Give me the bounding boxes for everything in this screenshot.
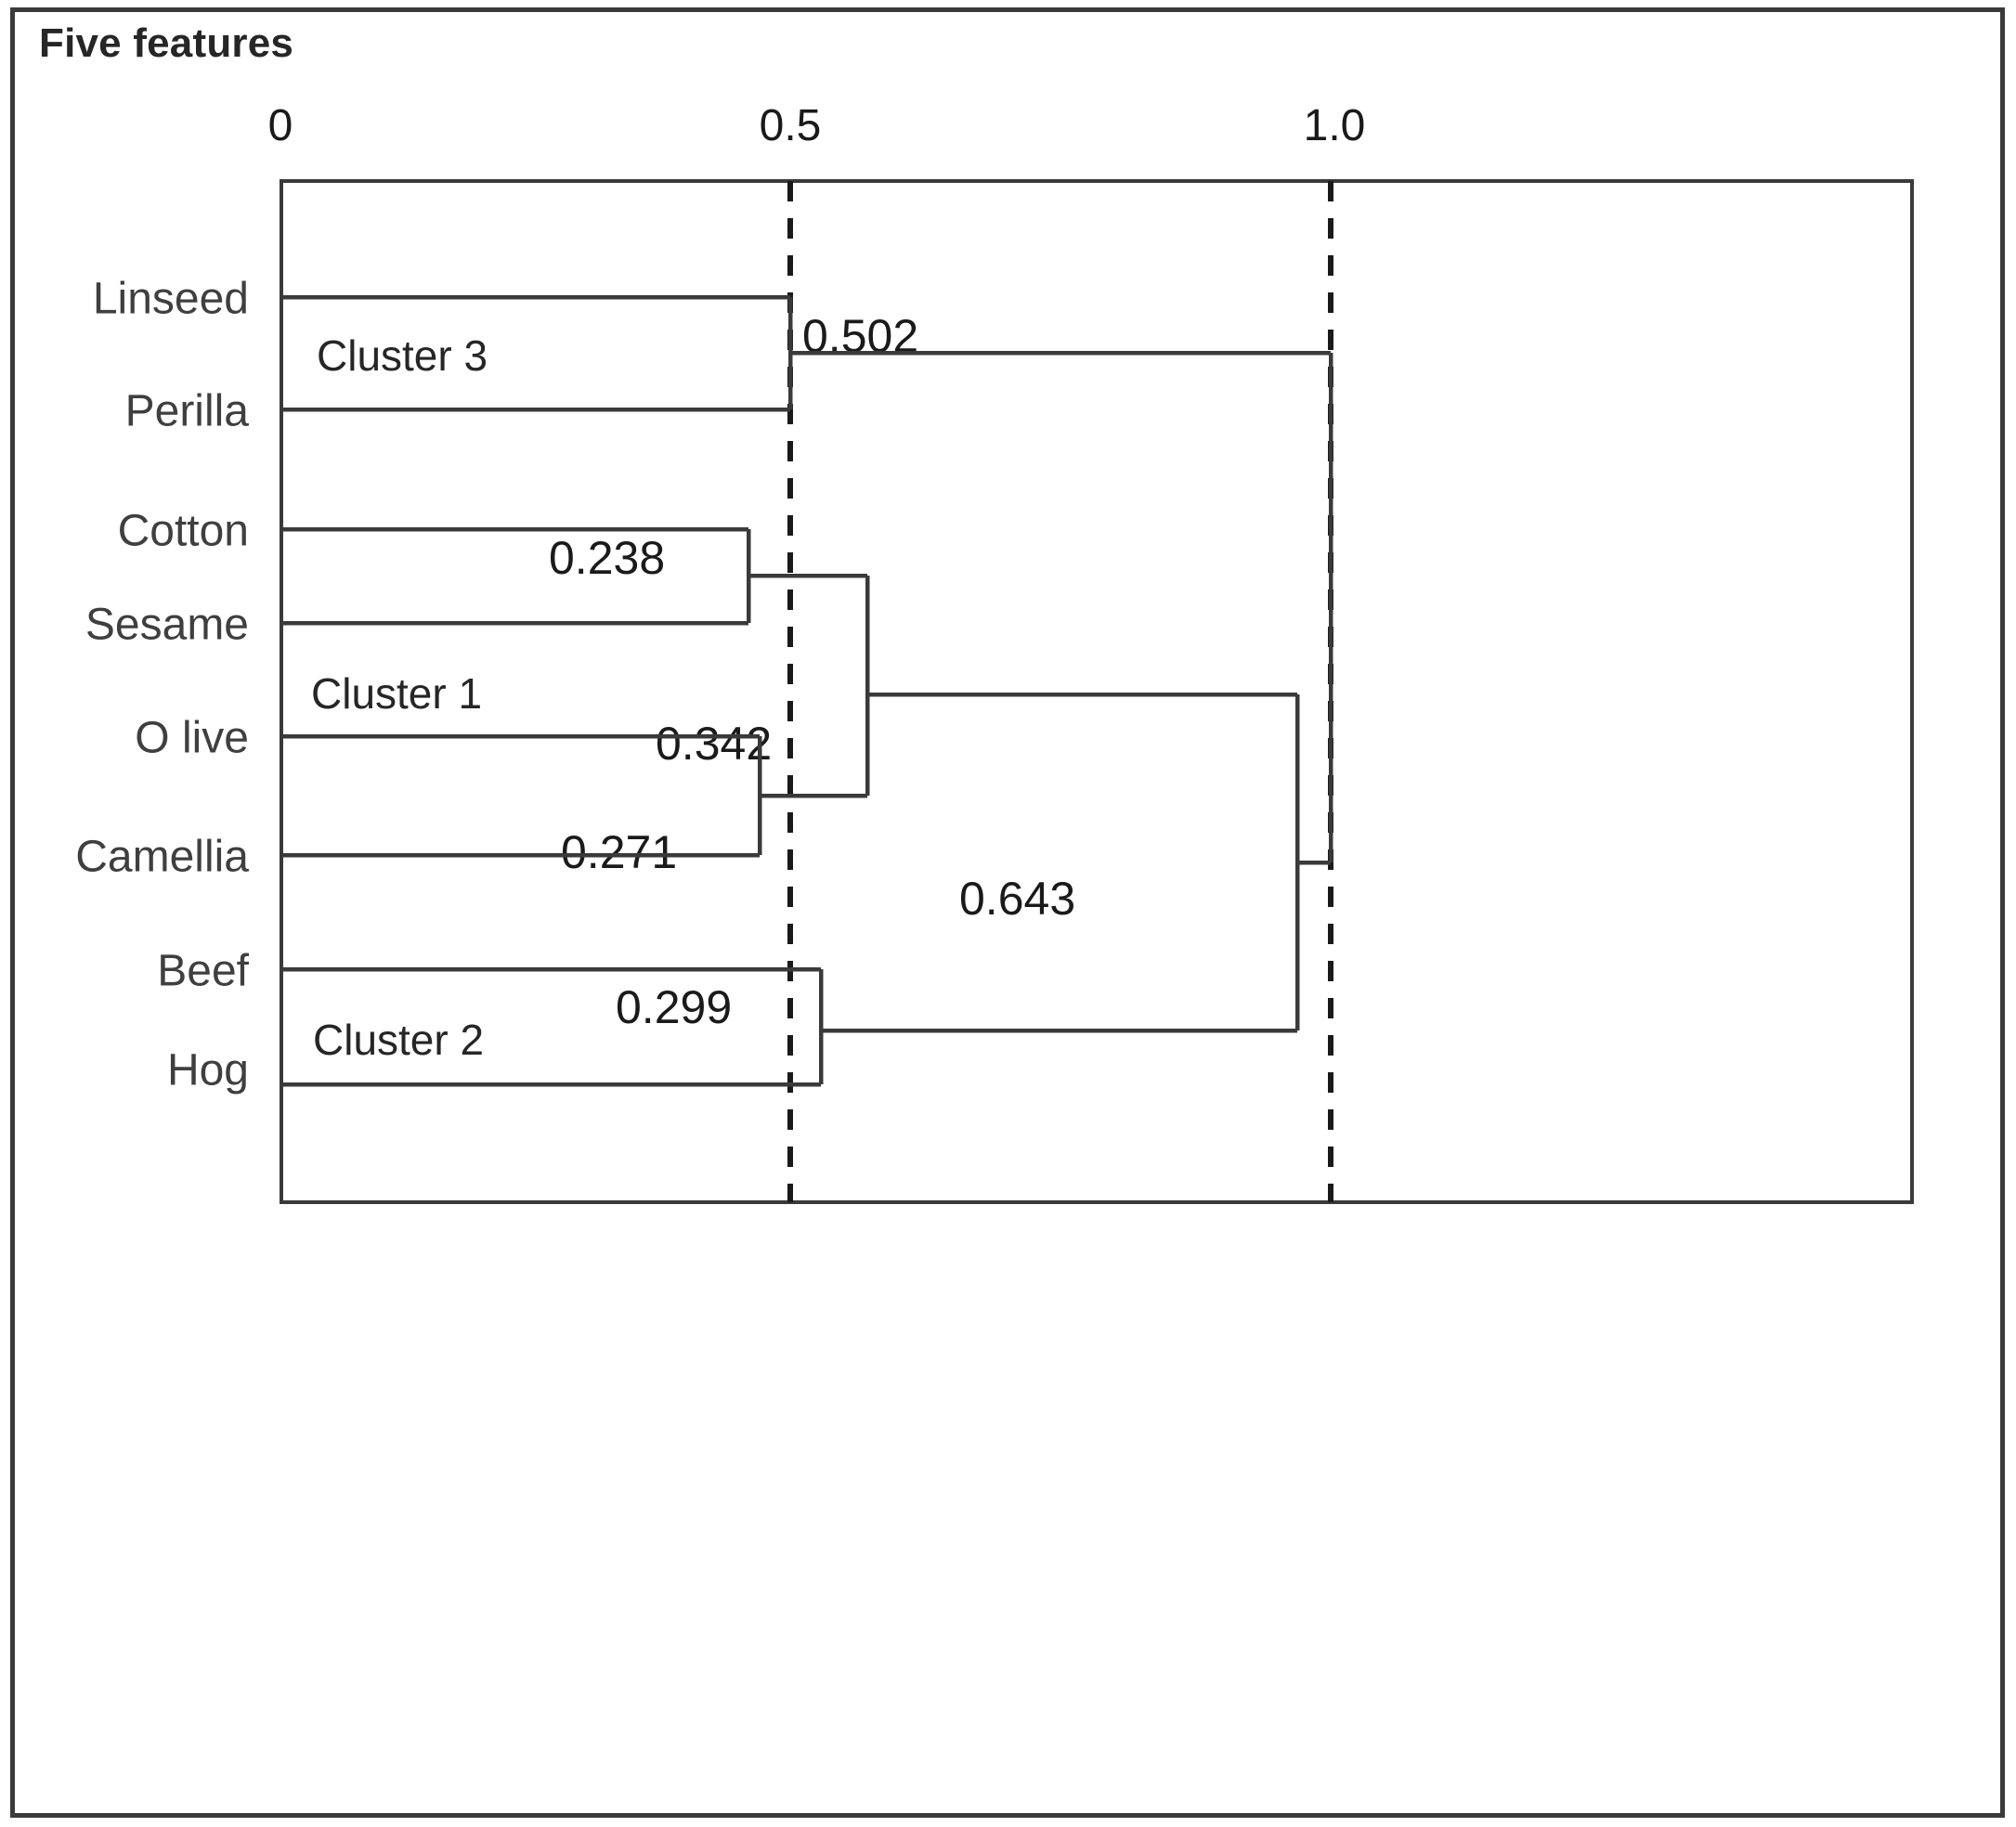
merge-label-0-643: 0.643 (959, 873, 1076, 925)
merge-label-0-271: 0.271 (561, 826, 678, 878)
merge-label-0-238: 0.238 (549, 532, 666, 584)
axis-tick-1-0: 1.0 (1303, 101, 1366, 150)
leaf-label-linseed: Linseed (92, 274, 249, 324)
leaf-label-sesame: Sesame (85, 600, 249, 650)
cluster-label-3: Cluster 3 (317, 331, 488, 380)
leaf-label-perilla: Perilla (124, 386, 249, 436)
leaf-label-camellia: Camellia (75, 832, 249, 882)
merge-label-0-299: 0.299 (616, 981, 733, 1033)
plot-frame (280, 179, 1914, 1204)
leaf-label-cotton: Cotton (117, 506, 249, 556)
axis-tick-0: 0 (267, 101, 293, 150)
leaf-label-hog: Hog (166, 1045, 249, 1095)
leaf-label-beef: Beef (157, 946, 249, 996)
cluster-label-1: Cluster 1 (311, 669, 483, 718)
leaf-label-olive: O live (135, 713, 249, 763)
axis-tick-0-5: 0.5 (759, 101, 822, 150)
page-title: Five features (39, 20, 294, 66)
cluster-label-2: Cluster 2 (313, 1016, 485, 1064)
merge-label-0-342: 0.342 (656, 718, 773, 770)
